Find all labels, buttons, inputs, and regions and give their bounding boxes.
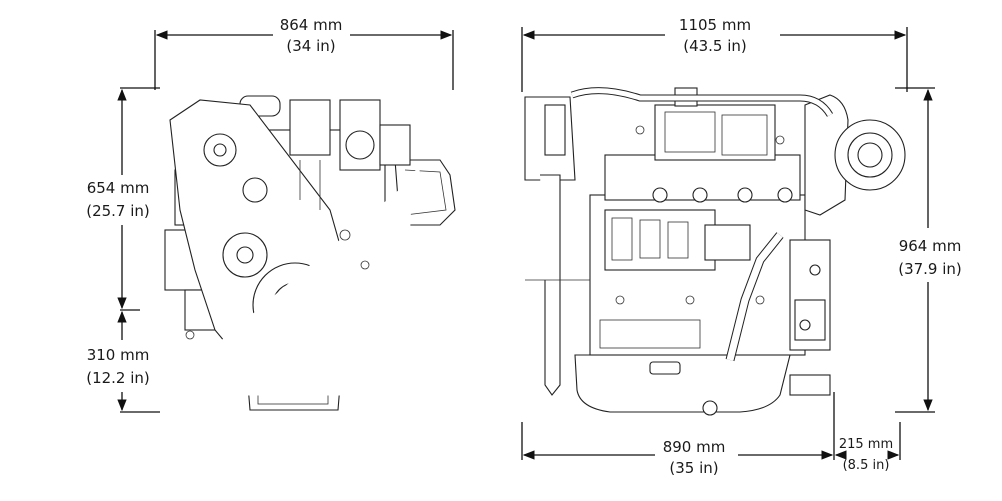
front-height-upper-metric: 654 mm [87,179,150,197]
front-width-imperial: (34 in) [286,37,335,55]
side-overhang-metric: 215 mm [839,437,893,452]
side-length-dimension [521,27,908,92]
side-base-imperial: (35 in) [669,459,718,477]
front-view-engine [164,95,456,411]
side-view-engine [524,87,906,416]
side-overhang-dimension [834,422,901,460]
side-height-metric: 964 mm [899,237,962,255]
side-length-metric: 1105 mm [679,16,751,34]
front-width-dimension [154,30,454,90]
front-height-upper-imperial: (25.7 in) [86,202,150,220]
side-height-imperial: (37.9 in) [898,260,962,278]
side-overhang-imperial: (8.5 in) [843,458,890,473]
side-length-imperial: (43.5 in) [683,37,747,55]
front-height-lower-imperial: (12.2 in) [86,369,150,387]
front-width-metric: 864 mm [280,16,343,34]
front-height-lower-metric: 310 mm [87,346,150,364]
side-base-dimension [521,392,835,460]
side-base-metric: 890 mm [663,438,726,456]
side-height-dimension [895,87,935,413]
front-height-dimension [117,87,160,413]
